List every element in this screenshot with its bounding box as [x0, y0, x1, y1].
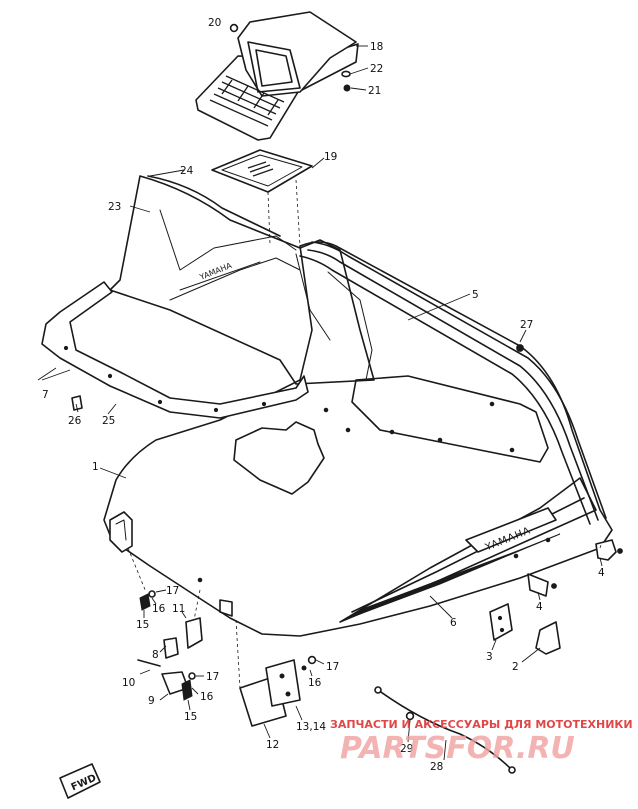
headlight-housing	[195, 11, 359, 141]
callout-21: 21	[368, 85, 381, 97]
callout-12: 12	[266, 739, 279, 751]
callout-5: 5	[472, 289, 479, 301]
hardware-parts: FWD	[59, 23, 623, 799]
callout-1: 1	[92, 461, 99, 473]
watermark-site: PARTSFOR.RU	[340, 731, 575, 766]
callout-8: 8	[152, 649, 159, 661]
callout-19: 19	[324, 151, 337, 163]
hood-fastener-holes	[197, 401, 551, 583]
watermark: ЗАПЧАСТИ И АКСЕССУАРЫ ДЛЯ МОТОТЕХНИКИ PA…	[330, 718, 633, 766]
callout-22: 22	[370, 63, 383, 75]
callout-25: 25	[102, 415, 115, 427]
callout-16-middle: 16	[200, 691, 214, 703]
callout-29: 29	[400, 743, 413, 755]
callout-9: 9	[148, 695, 155, 707]
callout-4-right: 4	[598, 567, 605, 579]
callout-13-14: 13,14	[296, 721, 326, 733]
callout-16-top: 16	[152, 603, 166, 615]
callout-3: 3	[486, 651, 493, 663]
callout-17-right: 17	[326, 661, 339, 673]
callout-16-right: 16	[308, 677, 322, 689]
hood-body: YAMAHA	[103, 241, 613, 637]
callout-numbers: 20 18 22 21 19 24 23 5 27 7 26 25 1 6 4 …	[42, 17, 605, 773]
callout-24: 24	[180, 165, 194, 177]
callout-15-bottom: 15	[184, 711, 197, 723]
callout-4-left: 4	[536, 601, 543, 613]
callout-15-top: 15	[136, 619, 149, 631]
callout-23: 23	[108, 201, 121, 213]
windshield-trim	[41, 281, 309, 419]
callout-11: 11	[172, 603, 185, 615]
callout-17-top: 17	[166, 585, 179, 597]
callout-27: 27	[520, 319, 533, 331]
callout-10: 10	[122, 677, 135, 689]
callout-17-middle: 17	[206, 671, 219, 683]
callout-7: 7	[42, 389, 49, 401]
callout-2: 2	[512, 661, 519, 673]
callout-18: 18	[370, 41, 383, 53]
assembly-reference-lines	[127, 179, 603, 689]
callout-leaders	[37, 25, 603, 761]
callout-20: 20	[208, 17, 221, 29]
watermark-tagline: ЗАПЧАСТИ И АКСЕССУАРЫ ДЛЯ МОТОТЕХНИКИ	[330, 718, 633, 731]
vent-plate	[211, 149, 313, 193]
windshield-logo-mark: YAMAHA	[198, 261, 234, 283]
callout-6: 6	[450, 617, 457, 629]
callout-28: 28	[430, 761, 443, 773]
callout-26: 26	[68, 415, 82, 427]
